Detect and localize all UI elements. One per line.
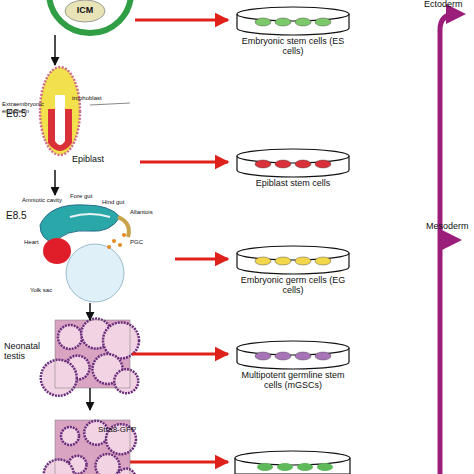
allantois [118,217,129,237]
cell-colony [295,160,311,168]
yolk-sac [66,244,124,302]
node-label: Yolk sac [30,287,70,294]
derivation-arrow [175,258,228,261]
amnion [40,205,120,243]
node-label: Epiblast [72,155,122,165]
figure-node: Extraembryonic endodermtrophoblastEpibla… [20,65,140,170]
cell-colony [315,160,331,168]
node-label: Hind gut [102,199,142,206]
cell-colony [315,352,331,360]
node-label: trophoblast [72,95,127,102]
figure-node: ICM [45,0,135,35]
image-frame [55,320,130,388]
derivation-arrow [130,461,228,464]
cell-colony [255,160,271,168]
cell-colony [295,257,311,265]
derivation-arrow [140,161,228,164]
tubule [117,469,135,474]
pgc-cell [122,233,126,237]
figure-node: Amniotic cavity Fore gutHind gutAllantois… [10,195,175,303]
cell-colony [275,18,291,26]
node-label: Amniotic cavity [22,197,62,204]
culture-dish: Multipotent germline stem cells (mGSCs) [228,340,358,398]
node-label: Multipotent germline stem cells (mGSCs) [233,371,353,391]
tubule [96,454,120,474]
leader-line [90,103,130,105]
dish-rim [237,341,349,355]
dish-rim [237,149,349,163]
lineage-bar [440,14,456,474]
tubule [114,369,138,393]
cell-colony [255,257,271,265]
proamniotic-cavity [55,95,65,145]
figure-node: Stra8-GFP [50,410,180,474]
development-arrow [54,170,56,195]
inner-cell-mass [65,0,105,22]
figure-node: Neonatal testis [0,320,132,388]
cell-colony [255,352,271,360]
tubule [41,360,77,396]
development-arrow [89,303,91,320]
cell-colony [275,257,291,265]
embryo [40,67,80,155]
node-label: Epiblast stem cells [238,179,348,189]
tubule [58,325,82,349]
germ-layer-label: Mesoderm [426,222,469,232]
lineage-branch [440,238,452,243]
development-arrow [54,35,56,65]
node-label: Neonatal testis [4,342,52,362]
pgc-cell [112,239,116,243]
heart [43,238,71,264]
cell-colony [295,18,311,26]
gut-tube [70,214,110,217]
cell-colony [315,18,331,26]
node-label: Allantois [130,209,170,216]
stage-label: E8.5 [6,210,27,221]
derivation-arrow [132,353,228,356]
node-label: Stra8-GFP [98,426,158,435]
culture-dish: Embryonic stem cells (ES cells) [228,6,358,60]
node-label: PGC [130,239,160,246]
development-arrow [89,388,91,410]
node-label: Embryonic stem cells (ES cells) [238,37,348,57]
cell-colony [255,18,271,26]
germ-layer-label: Ectoderm [424,0,463,10]
derivation-arrow [135,19,228,22]
cell-colony [295,352,311,360]
blastocyst [49,0,131,33]
cell-colony [275,160,291,168]
tubule [44,459,74,474]
node-label: Heart [24,239,54,246]
culture-dish [235,451,350,474]
cell-colony [275,352,291,360]
pgc-cell [118,243,122,247]
pgc-cell [107,245,111,249]
tubule [103,322,139,358]
tubule [61,427,79,445]
stage-label: E6.5 [6,108,27,119]
dish-rim [237,7,349,21]
dish-rim [237,246,349,260]
culture-dish: Embryonic germ cells (EG cells) [228,245,358,300]
node-label: ICM [65,6,105,16]
culture-dish: Epiblast stem cells [228,148,358,193]
node-label: Embryonic germ cells (EG cells) [238,276,348,296]
cell-colony [315,257,331,265]
node-label: Fore gut [70,193,110,200]
node-shape [50,410,180,474]
